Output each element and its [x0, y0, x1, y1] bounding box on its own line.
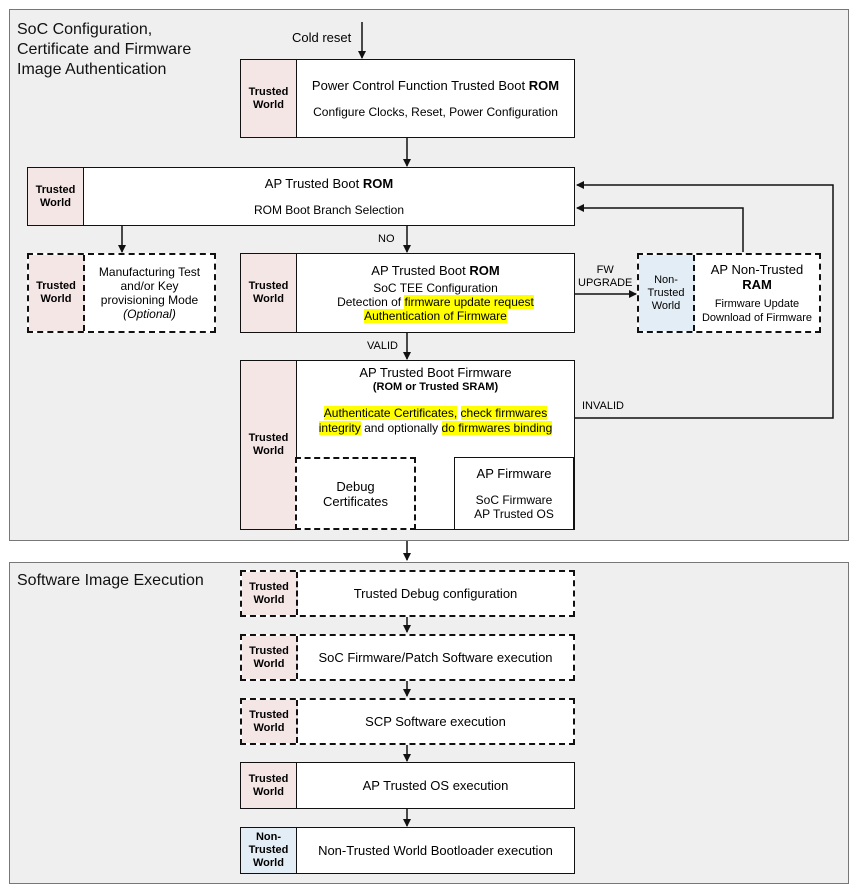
- mfg-line4: (Optional): [123, 307, 176, 321]
- trusted-world-tag: Trusted World: [242, 572, 298, 615]
- pcf-trusted-boot-rom-box: Trusted World Power Control Function Tru…: [240, 59, 575, 138]
- ap-rom2-title: AP Trusted Boot: [371, 263, 466, 278]
- ap-trusted-os-execution-label: AP Trusted OS execution: [362, 778, 509, 793]
- soc-firmware-execution-label: SoC Firmware/Patch Software execution: [318, 650, 553, 665]
- ap-firmware-line1: SoC Firmware: [475, 493, 553, 507]
- mfg-line3: provisioning Mode: [100, 293, 199, 307]
- non-trusted-bootloader-execution-label: Non-Trusted World Bootloader execution: [318, 843, 553, 858]
- ap-rom1-title: AP Trusted Boot: [264, 176, 360, 191]
- ap-ram-title: AP Non-Trusted: [710, 261, 804, 277]
- ap-ram-line1: Firmware Update: [714, 297, 800, 310]
- pcf-title-rom: ROM: [528, 78, 560, 93]
- ap-rom2-line2-pre: Detection of: [337, 295, 402, 309]
- debug-line2: Certificates: [322, 493, 389, 509]
- ap-firmware-box: AP Firmware SoC Firmware AP Trusted OS: [454, 457, 574, 530]
- trusted-world-tag: Trusted World: [241, 60, 297, 137]
- trusted-world-tag: Trusted World: [242, 700, 298, 743]
- ap-fw-hl2: check firmwares: [460, 406, 548, 420]
- fw-upgrade-label: FW UPGRADE: [578, 264, 633, 289]
- ap-fw-title: AP Trusted Boot Firmware: [359, 365, 512, 380]
- non-trusted-world-tag: Non- Trusted World: [241, 828, 297, 873]
- ap-ram-line2: Download of Firmware: [701, 311, 813, 324]
- ap-fw-mid: and optionally: [364, 421, 439, 435]
- trusted-world-tag: Trusted World: [241, 254, 297, 332]
- trusted-debug-config-label: Trusted Debug configuration: [353, 586, 518, 601]
- ap-firmware-title: AP Firmware: [476, 466, 552, 481]
- mfg-line1: Manufacturing Test: [98, 265, 201, 279]
- soc-firmware-execution-box: Trusted World SoC Firmware/Patch Softwar…: [240, 634, 575, 681]
- ap-rom2-line2-hl: firmware update request: [404, 295, 534, 309]
- ap-rom2-line3-hl: Authentication of Firmware: [364, 309, 507, 323]
- ap-non-trusted-ram-box: Non- Trusted World AP Non-Trusted RAM Fi…: [637, 253, 821, 333]
- trusted-world-tag: Trusted World: [28, 168, 84, 225]
- ap-fw-hl3: integrity: [318, 421, 361, 435]
- scp-software-execution-label: SCP Software execution: [365, 714, 506, 729]
- manufacturing-test-box: Trusted World Manufacturing Test and/or …: [27, 253, 216, 333]
- debug-certificates-box: Debug Certificates: [295, 457, 416, 530]
- trusted-world-tag: Trusted World: [242, 636, 298, 679]
- trusted-debug-config-box: Trusted World Trusted Debug configuratio…: [240, 570, 575, 617]
- arrow-ram-back: [576, 204, 744, 252]
- ap-rom2-line1: SoC TEE Configuration: [373, 281, 498, 295]
- ap-firmware-line2: AP Trusted OS: [474, 507, 554, 521]
- scp-software-execution-box: Trusted World SCP Software execution: [240, 698, 575, 745]
- ap-ram-title-ram: RAM: [742, 276, 772, 292]
- ap-fw-hl4: do firmwares binding: [441, 421, 553, 435]
- ap-trusted-os-execution-box: Trusted World AP Trusted OS execution: [240, 762, 575, 809]
- mfg-line2: and/or Key: [120, 279, 179, 293]
- sw-panel-title: Software Image Execution: [17, 572, 204, 589]
- ap-trusted-boot-rom-box: Trusted World AP Trusted Boot ROM ROM Bo…: [27, 167, 575, 226]
- pcf-title: Power Control Function Trusted Boot: [311, 78, 526, 93]
- invalid-label: INVALID: [582, 400, 624, 412]
- ap-fw-subtitle: (ROM or Trusted SRAM): [372, 381, 499, 393]
- non-trusted-bootloader-execution-box: Non- Trusted World Non-Trusted World Boo…: [240, 827, 575, 874]
- ap-rom1-line1: ROM Boot Branch Selection: [253, 203, 405, 217]
- ap-trusted-boot-rom-tee-box: Trusted World AP Trusted Boot ROM SoC TE…: [240, 253, 575, 333]
- no-label: NO: [378, 233, 395, 245]
- ap-fw-hl1: Authenticate Certificates,: [323, 406, 458, 420]
- pcf-line1: Configure Clocks, Reset, Power Configura…: [313, 105, 558, 119]
- trusted-world-tag: Trusted World: [29, 255, 85, 331]
- debug-line1: Debug: [336, 478, 375, 494]
- soc-panel-title: SoC Configuration, Certificate and Firmw…: [17, 21, 192, 78]
- ap-rom1-title-rom: ROM: [362, 176, 394, 191]
- trusted-world-tag: Trusted World: [241, 361, 297, 529]
- non-trusted-world-tag: Non- Trusted World: [639, 255, 695, 331]
- cold-reset-label: Cold reset: [292, 30, 352, 45]
- trusted-world-tag: Trusted World: [241, 763, 297, 808]
- ap-rom2-title-rom: ROM: [469, 263, 500, 278]
- valid-label: VALID: [367, 340, 398, 352]
- arrow-invalid: [575, 181, 834, 419]
